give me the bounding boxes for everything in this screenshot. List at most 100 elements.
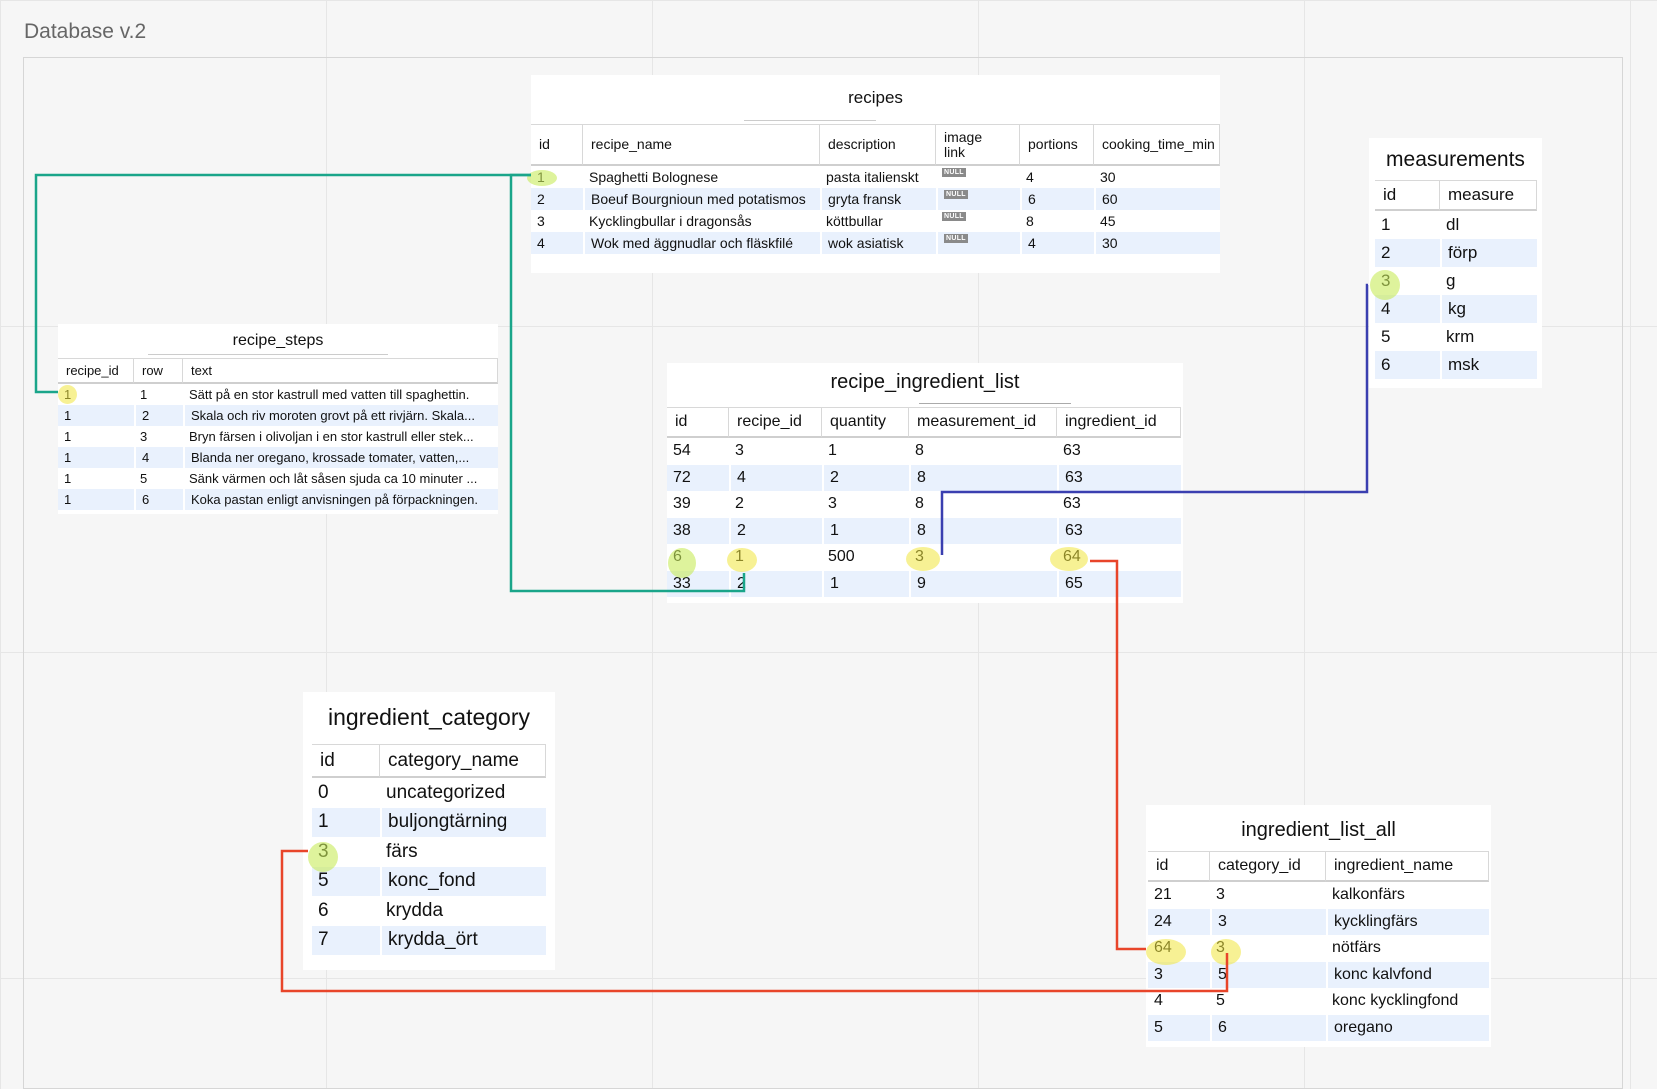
table-cell[interactable]: 5 xyxy=(1148,1014,1210,1041)
table-cell[interactable]: gryta fransk xyxy=(820,188,936,210)
column-header[interactable]: portions xyxy=(1020,124,1094,166)
table-cell[interactable]: kalkonfärs xyxy=(1332,886,1405,904)
table-cell[interactable]: dl xyxy=(1446,215,1460,234)
column-header[interactable]: measure xyxy=(1440,180,1537,211)
table-cell[interactable]: 63 xyxy=(1063,442,1081,460)
table-cell[interactable]: 1 xyxy=(822,570,909,597)
table-cell[interactable]: 45 xyxy=(1100,213,1116,229)
column-header[interactable]: recipe_id xyxy=(58,358,134,384)
table-cell[interactable]: 0 xyxy=(318,781,329,803)
table-cell[interactable]: 30 xyxy=(1100,169,1116,185)
table-cell[interactable]: 8 xyxy=(909,464,1057,491)
table-cell[interactable]: 6 xyxy=(1020,188,1094,210)
table-cell[interactable]: 3 xyxy=(537,213,545,229)
table-cell[interactable]: 7 xyxy=(312,925,380,955)
table-cell[interactable]: 1 xyxy=(64,471,72,486)
table-cell[interactable]: 60 xyxy=(1094,188,1220,210)
column-header[interactable]: id xyxy=(1375,180,1440,211)
column-header[interactable]: ingredient_name xyxy=(1326,851,1489,882)
table-cell[interactable]: 2 xyxy=(729,517,822,544)
table-cell[interactable]: 2 xyxy=(1375,239,1440,267)
table-cell[interactable]: 30 xyxy=(1094,232,1220,254)
column-header[interactable]: id xyxy=(667,407,729,438)
table-cell[interactable]: Skala och riv moroten grovt på ett rivjä… xyxy=(183,405,498,426)
table-cell[interactable]: Spaghetti Bolognese xyxy=(589,169,719,185)
table-cell[interactable]: 9 xyxy=(909,570,1057,597)
table-cell[interactable]: 63 xyxy=(1057,464,1181,491)
table-cell[interactable]: 3 xyxy=(1216,886,1225,904)
table-cell[interactable]: 3 xyxy=(828,495,837,513)
table-cell[interactable]: konc_fond xyxy=(380,866,546,896)
table-cell[interactable]: 5 xyxy=(1210,961,1326,988)
table-cell[interactable]: 21 xyxy=(1154,886,1172,904)
table-cell[interactable]: 72 xyxy=(667,464,729,491)
table-cell[interactable]: 500 xyxy=(828,548,855,566)
table-cell[interactable]: Blanda ner oregano, krossade tomater, va… xyxy=(183,447,498,468)
table-cell[interactable]: 24 xyxy=(1148,908,1210,935)
table-cell[interactable]: 63 xyxy=(1057,517,1181,544)
table-cell[interactable]: 4 xyxy=(1026,169,1034,185)
table-cell[interactable]: krydda_ört xyxy=(380,925,546,955)
table-cell[interactable]: 2 xyxy=(735,495,744,513)
column-header[interactable]: measurement_id xyxy=(909,407,1057,438)
table-cell[interactable]: färs xyxy=(386,840,418,862)
table-cell[interactable]: 1 xyxy=(1381,215,1391,234)
table-cell[interactable]: 3 xyxy=(1210,908,1326,935)
table-cell[interactable]: 4 xyxy=(1020,232,1094,254)
table-cell[interactable]: 1 xyxy=(140,387,148,402)
table-cell[interactable]: 1 xyxy=(58,405,134,426)
table-cell[interactable]: oregano xyxy=(1326,1014,1489,1041)
column-header[interactable]: text xyxy=(183,358,498,384)
table-cell[interactable]: 4 xyxy=(729,464,822,491)
table-cell[interactable]: 4 xyxy=(1375,295,1440,323)
table-cell[interactable]: 54 xyxy=(673,442,691,460)
table-cell[interactable]: 1 xyxy=(822,517,909,544)
table-cell[interactable]: krm xyxy=(1446,327,1475,346)
table-cell[interactable]: förp xyxy=(1440,239,1537,267)
column-header[interactable]: id xyxy=(531,124,583,166)
table-cell[interactable]: 8 xyxy=(915,442,924,460)
table-cell[interactable]: 4 xyxy=(134,447,183,468)
table-cell[interactable]: 1 xyxy=(58,447,134,468)
table-cell[interactable]: konc kalvfond xyxy=(1326,961,1489,988)
table-cell[interactable]: 2 xyxy=(134,405,183,426)
table-cell[interactable]: 8 xyxy=(915,495,924,513)
table-cell[interactable]: 65 xyxy=(1057,570,1181,597)
column-header[interactable]: recipe_name xyxy=(583,124,820,166)
table-cell[interactable]: konc kycklingfond xyxy=(1332,992,1459,1010)
table-cell[interactable]: NULL xyxy=(936,188,1020,210)
table-cell[interactable]: NULL xyxy=(936,210,1020,232)
column-header[interactable]: image link xyxy=(936,124,1020,166)
table-cell[interactable]: msk xyxy=(1440,351,1537,379)
table-cell[interactable]: uncategorized xyxy=(386,781,506,803)
table-cell[interactable]: wok asiatisk xyxy=(820,232,936,254)
table-cell[interactable]: 5 xyxy=(1216,992,1225,1010)
table-cell[interactable]: kg xyxy=(1440,295,1537,323)
column-header[interactable]: recipe_id xyxy=(729,407,822,438)
table-cell[interactable]: Kycklingbullar i dragonsås xyxy=(589,213,752,229)
table-cell[interactable]: 63 xyxy=(1063,495,1081,513)
table-cell[interactable]: Wok med äggnudlar och fläskfilé xyxy=(583,232,820,254)
table-cell[interactable]: Sätt på en stor kastrull med vatten till… xyxy=(189,387,470,402)
column-header[interactable]: quantity xyxy=(822,407,909,438)
column-header[interactable]: row xyxy=(134,358,183,384)
measurements-table[interactable]: measurements idmeasure1dl2förp3g4kg5krm6… xyxy=(1369,138,1542,388)
table-cell[interactable]: 38 xyxy=(667,517,729,544)
table-cell[interactable]: 6 xyxy=(1210,1014,1326,1041)
table-cell[interactable]: 39 xyxy=(673,495,691,513)
table-cell[interactable]: 1 xyxy=(828,442,837,460)
table-cell[interactable]: Bryn färsen i olivoljan i en stor kastru… xyxy=(189,429,474,444)
table-cell[interactable]: 6 xyxy=(318,899,329,921)
table-cell[interactable]: 8 xyxy=(909,517,1057,544)
column-header[interactable]: cooking_time_min xyxy=(1094,124,1220,166)
table-cell[interactable]: buljongtärning xyxy=(380,807,546,837)
table-cell[interactable]: 1 xyxy=(64,429,72,444)
table-cell[interactable]: Koka pastan enligt anvisningen på förpac… xyxy=(183,489,498,510)
column-header[interactable]: id xyxy=(312,744,380,778)
table-cell[interactable]: 8 xyxy=(1026,213,1034,229)
column-header[interactable]: category_id xyxy=(1210,851,1326,882)
table-cell[interactable]: 3 xyxy=(140,429,148,444)
